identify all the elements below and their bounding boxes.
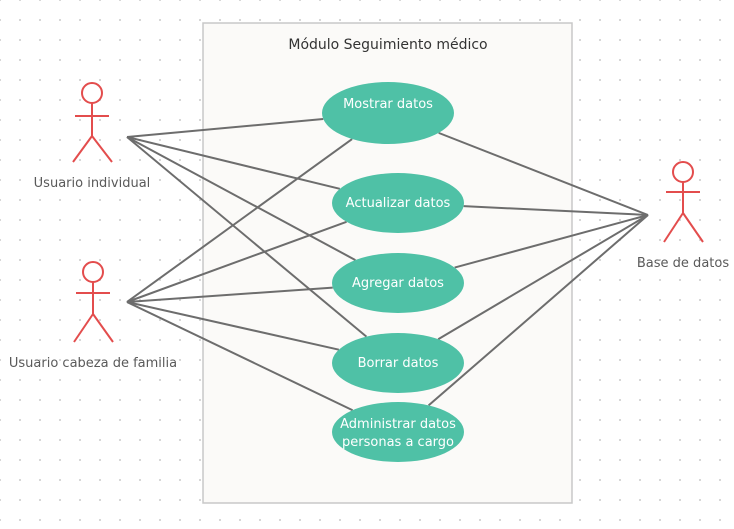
actor-label: Usuario individual — [34, 176, 151, 191]
use-case-label: personas a cargo — [342, 435, 454, 450]
use-case-borrar[interactable]: Borrar datos — [332, 333, 464, 393]
actor-label: Usuario cabeza de familia — [9, 356, 177, 371]
use-case-mostrar[interactable]: Mostrar datos — [322, 82, 454, 144]
association-lines — [126, 117, 649, 412]
association-line-usuario-individual-mostrar[interactable] — [126, 117, 324, 138]
association-line-usuario-individual-actualizar[interactable] — [126, 136, 341, 190]
association-line-usuario-cabeza-familia-administrar[interactable] — [126, 301, 354, 412]
association-line-actualizar-base-datos[interactable] — [463, 205, 649, 216]
actor-figure-icon — [72, 82, 113, 163]
association-line-usuario-cabeza-familia-borrar[interactable] — [126, 301, 340, 351]
association-line-usuario-individual-borrar[interactable] — [126, 136, 368, 338]
actor-usuario-individual[interactable]: Usuario individual — [34, 82, 151, 191]
use-case-label: Agregar datos — [352, 276, 444, 291]
use-case-agregar[interactable]: Agregar datos — [332, 253, 464, 313]
actor-usuario-cabeza-familia[interactable]: Usuario cabeza de familia — [9, 261, 177, 371]
association-line-usuario-cabeza-familia-mostrar[interactable] — [126, 138, 353, 303]
use-case-label: Mostrar datos — [343, 97, 433, 112]
association-line-mostrar-base-datos[interactable] — [438, 131, 649, 216]
association-line-usuario-individual-agregar[interactable] — [126, 136, 356, 261]
association-line-borrar-base-datos[interactable] — [437, 214, 649, 341]
use-case-administrar[interactable]: Administrar datos personas a cargo — [332, 402, 464, 462]
use-case-actualizar[interactable]: Actualizar datos — [332, 173, 464, 233]
association-line-usuario-cabeza-familia-agregar[interactable] — [126, 286, 333, 303]
actor-figure-icon — [663, 161, 704, 243]
use-case-label: Borrar datos — [358, 356, 439, 371]
actor-base-datos[interactable]: Base de datos — [637, 161, 729, 271]
use-case-ellipse[interactable] — [332, 173, 464, 233]
association-line-administrar-base-datos[interactable] — [427, 214, 649, 407]
actor-label: Base de datos — [637, 256, 729, 271]
use-case-label: Actualizar datos — [346, 196, 451, 211]
association-line-usuario-cabeza-familia-actualizar[interactable] — [126, 220, 347, 303]
actor-figure-icon — [73, 261, 114, 343]
association-line-agregar-base-datos[interactable] — [454, 214, 649, 269]
use-case-ellipse[interactable] — [332, 333, 464, 393]
use-case-label: Administrar datos — [340, 417, 456, 432]
use-case-ellipse[interactable] — [322, 82, 454, 144]
use-case-ellipse[interactable] — [332, 402, 464, 462]
use-case-ellipse[interactable] — [332, 253, 464, 313]
system-title: Módulo Seguimiento médico — [288, 37, 487, 53]
